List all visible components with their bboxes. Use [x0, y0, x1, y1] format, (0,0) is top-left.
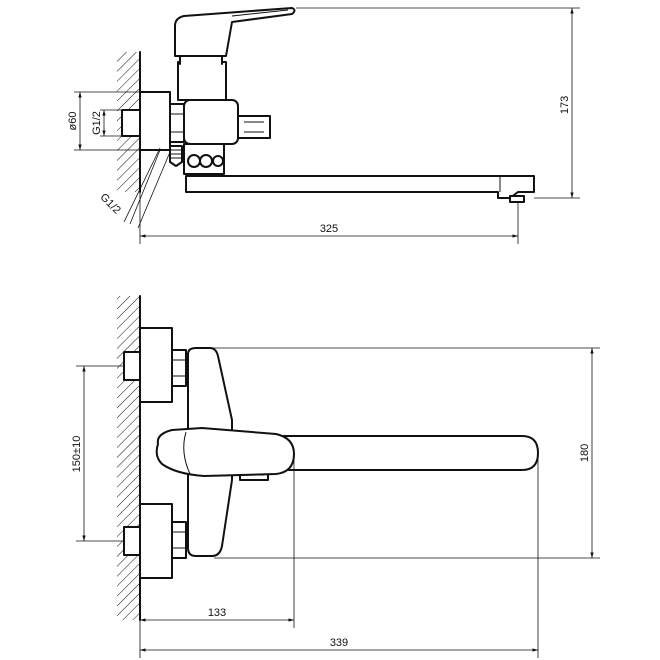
dim-label-g12-inlet: G1/2 — [91, 111, 103, 135]
dim-label-150: 150±10 — [71, 436, 83, 473]
dim-label-g12-outlet: G1/2 — [97, 191, 122, 216]
aerator-top — [509, 195, 525, 203]
wall-hatch-front — [117, 296, 140, 620]
mixer-body-top — [183, 99, 239, 145]
union-nut-top — [169, 103, 185, 143]
dim-label-173: 173 — [559, 96, 571, 114]
eccentric-lower — [139, 503, 173, 579]
dim-label-180: 180 — [579, 444, 591, 462]
inlet-connector-top — [139, 91, 171, 151]
inlet-pipe-top — [121, 109, 141, 137]
dim-label-325: 325 — [320, 223, 338, 235]
spout-top — [185, 175, 535, 199]
eccentric-upper — [139, 327, 173, 403]
side-view: 173 325 ø60 G1/2 G1/2 — [67, 7, 580, 244]
diverter-button-top — [237, 115, 271, 139]
front-view: 180 150±10 133 339 — [71, 295, 600, 658]
dim-line-g12-outlet — [129, 149, 161, 225]
lower-body-top — [183, 143, 225, 175]
lever-handle-front — [155, 427, 295, 477]
lever-handle-top — [174, 7, 296, 57]
cartridge-collar-top — [177, 61, 227, 101]
spout-front — [239, 435, 539, 471]
dim-label-d60: ø60 — [67, 112, 79, 131]
hose-outlet-top — [169, 145, 183, 167]
dim-label-133: 133 — [208, 607, 226, 619]
dim-label-339: 339 — [330, 637, 348, 649]
